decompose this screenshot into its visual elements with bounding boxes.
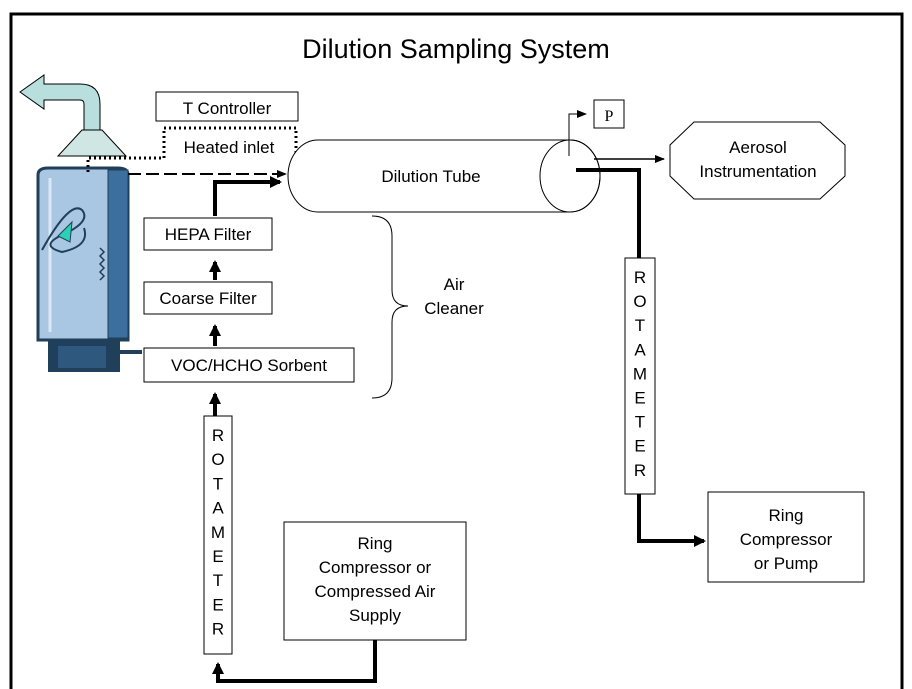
voc-sorbent-box [143,347,355,383]
hepa-filter-label: HEPA Filter [165,225,252,244]
rotameter-left-letter: T [213,474,223,493]
pressure-label: P [605,108,614,125]
diagram-title: Dilution Sampling System [302,34,610,64]
supply-label-line2: Compressor or [319,558,432,577]
coarse-filter-label: Coarse Filter [159,289,257,308]
rotameter-right-letter: A [634,340,646,359]
rotameter-left-letter: M [211,523,225,542]
rotameter-right-letter: E [634,437,645,456]
pressure-box [593,99,625,129]
voc-sorbent-label: VOC/HCHO Sorbent [171,356,327,375]
supply-label-line1: Ring [358,534,393,553]
pump-label-line3: or Pump [754,554,818,573]
ring-compressor-pump-box [707,491,865,583]
rotameter-right-letter: R [634,461,646,480]
rotameter-left-letter: R [212,426,224,445]
rotameter-left-letter: A [212,499,224,518]
tube-to-rotameter-line [576,168,641,258]
coarse-filter-box [143,281,273,315]
pump-label-line1: Ring [769,506,804,525]
aerosol-instrumentation-box [669,121,846,200]
hepa-filter-box [143,217,273,251]
rotameter-to-pump-line [637,494,692,543]
rotameter-right-letter: R [634,268,646,287]
rotameter-left-letter: E [212,547,223,566]
aerosol-label-line1: Aerosol [729,138,787,157]
rotameter-left [203,415,233,655]
air-cleaner-line2: Cleaner [424,299,484,318]
t-controller-box [155,91,299,122]
supply-to-rotameter-line [216,640,377,683]
rotameter-right-letter: O [633,292,646,311]
exhaust-hood-icon [19,74,128,157]
exhaust-arrow-icon [19,74,101,133]
rotameter-right-letter: T [635,316,645,335]
rotameter-right-letter: T [635,413,645,432]
rotameter-left-letter: T [213,571,223,590]
dilution-tube-label: Dilution Tube [381,167,480,186]
air-cleaner-brace [371,215,409,399]
pump-label-line2: Compressor [740,530,833,549]
rotameter-right [624,257,656,495]
rotameter-left-letter: R [212,620,224,639]
rotameter-left-letter: O [211,450,224,469]
controller-wiring [86,126,298,172]
rotameter-right-letter: M [633,364,647,383]
supply-label-line4: Supply [349,606,401,625]
air-cleaner-line1: Air [444,275,465,294]
rotameter-left-letter: E [212,595,223,614]
t-controller-label: T Controller [183,99,272,118]
pressure-line [568,110,587,156]
ring-compressor-supply-box [283,521,467,641]
space-heater-icon [36,166,142,372]
aerosol-label-line2: Instrumentation [699,162,816,181]
outer-frame [9,12,904,689]
supply-label-line3: Compressed Air [315,582,436,601]
heated-inlet-label: Heated inlet [184,138,275,157]
rotameter-right-letter: E [634,389,645,408]
